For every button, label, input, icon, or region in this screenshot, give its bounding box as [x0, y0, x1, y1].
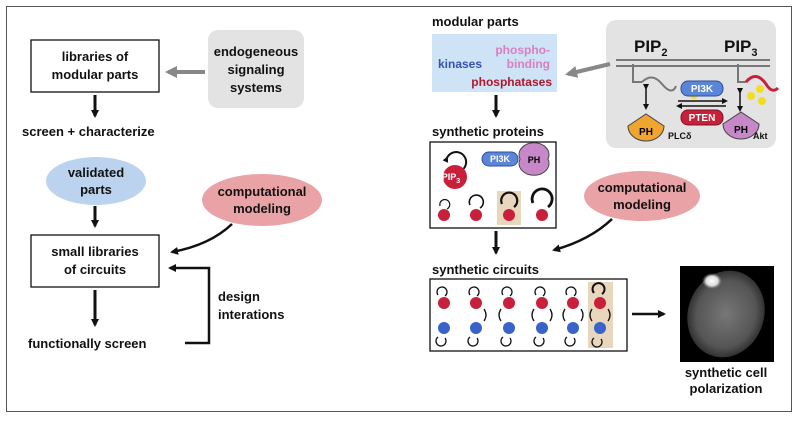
- circuits-box: [429, 278, 628, 352]
- validated-label-line1: validated: [68, 165, 124, 180]
- computational-modeling-right: computational modeling: [584, 171, 700, 221]
- pi3k-fusion: PI3K: [490, 154, 511, 164]
- comp-right-line2: modeling: [613, 197, 671, 212]
- libraries-label-line1: libraries of: [62, 49, 129, 64]
- libraries-box: libraries of modular parts: [30, 39, 160, 93]
- ph-fusion: PH: [528, 155, 541, 165]
- validated-ellipse: validated parts: [46, 157, 146, 205]
- small-label-line1: small libraries: [51, 244, 138, 259]
- plc-label: PLCδ: [668, 131, 692, 141]
- phosphatases-label: phosphatases: [471, 75, 552, 89]
- modular-parts-title: modular parts: [432, 14, 519, 29]
- ph-domain-plc: PH: [639, 127, 653, 138]
- kinases-label: kinases: [438, 57, 482, 71]
- pip3-label: PIP3: [724, 37, 758, 59]
- design-label-line2: interations: [218, 307, 284, 322]
- phospho-label-line1: phospho-: [495, 43, 550, 57]
- comp-right-line1: computational: [598, 180, 687, 195]
- small-libraries-box: small libraries of circuits: [30, 234, 160, 288]
- pip-gray-box: PIP2 PIP3 PI3K PTEN PH PLCδ PH Akt: [606, 20, 780, 148]
- cell-image: [680, 266, 774, 362]
- endogenous-box: endogeneous signaling systems: [208, 30, 304, 108]
- pi3k-chip: PI3K: [691, 84, 714, 95]
- pip3-ball: PIP3: [442, 172, 461, 185]
- parts-box: kinases phospho- binding phosphatases: [432, 34, 557, 92]
- gray-arrow-right: [565, 62, 611, 78]
- akt-label: Akt: [753, 131, 768, 141]
- arrow-comp-to-circuits: [552, 218, 613, 253]
- design-loop-arrow: [168, 264, 211, 345]
- phospho-label-line2: binding: [507, 57, 550, 71]
- small-label-line2: of circuits: [64, 262, 126, 277]
- pten-chip: PTEN: [689, 113, 716, 124]
- synthetic-circuits-title: synthetic circuits: [432, 262, 539, 277]
- ph-domain-akt: PH: [734, 125, 748, 136]
- endogenous-label-line1: endogeneous: [214, 44, 299, 59]
- libraries-label-line2: modular parts: [52, 67, 139, 82]
- design-label-line1: design: [218, 289, 260, 304]
- polarization-label-line1: synthetic cell: [685, 365, 767, 380]
- synthetic-proteins-title: synthetic proteins: [432, 124, 544, 139]
- functional-label: functionally screen: [28, 336, 147, 351]
- comp-left-line2: modeling: [233, 201, 291, 216]
- proteins-box: PIP3 PI3K PH: [429, 141, 557, 229]
- endogenous-label-line3: systems: [230, 80, 282, 95]
- validated-label-line2: parts: [80, 182, 112, 197]
- endogenous-label-line2: signaling: [227, 62, 284, 77]
- comp-left-line1: computational: [218, 184, 307, 199]
- pip2-label: PIP2: [634, 37, 668, 59]
- polarization-label-line2: polarization: [690, 381, 763, 396]
- computational-modeling-left: computational modeling: [202, 174, 322, 226]
- figure-frame: [6, 6, 792, 412]
- arrow-comp-to-small: [170, 223, 233, 255]
- screen-label: screen + characterize: [22, 124, 155, 139]
